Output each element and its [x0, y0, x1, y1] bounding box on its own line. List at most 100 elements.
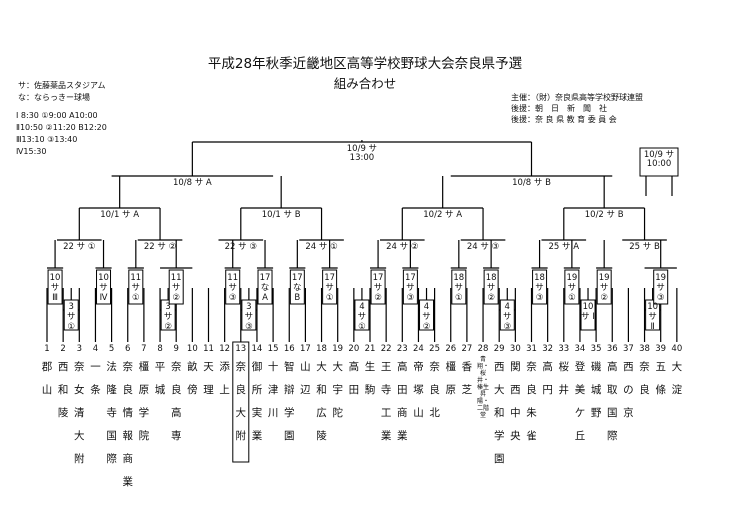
team-number: 1	[44, 344, 50, 354]
game-info-r16-5: 24 サ ②	[386, 242, 419, 252]
organizer-host: 主催：（財）奈良県高等学校野球連盟	[511, 93, 643, 102]
team-number: 37	[622, 344, 634, 354]
team-number: 10	[186, 344, 198, 354]
r1-box	[128, 269, 144, 305]
r1-box	[96, 269, 112, 305]
team-number: 23	[396, 344, 408, 354]
team-number: 3	[76, 344, 82, 354]
game-info-r1-d: 11 サ ②	[170, 273, 182, 303]
prelim-box	[241, 299, 257, 331]
team-number: 14	[251, 344, 263, 354]
team-name: 奈良北	[429, 361, 440, 419]
game-info-qf4: 10/2 サ B	[584, 210, 624, 220]
team-name: 香芝	[461, 361, 473, 396]
game-info-r1-j: 17 サ ③	[404, 273, 416, 303]
r1-box	[402, 269, 418, 305]
game-info-r1-p: 19 サ ③	[655, 273, 667, 303]
team-number: 40	[671, 344, 683, 354]
game-info-r1-e: 11 サ ③	[227, 273, 239, 303]
r1-box	[532, 269, 548, 305]
team-name: 大淀	[671, 361, 683, 396]
team-name: 十津川	[267, 361, 279, 419]
team-name: 関西中央	[510, 361, 521, 442]
team-number: 27	[461, 344, 473, 354]
team-name: 御所実業	[251, 361, 263, 442]
r1-box	[168, 269, 184, 305]
team-name: 奈良情報商業	[122, 361, 134, 488]
team-name: 法隆寺国際	[106, 361, 117, 465]
team-name: 奈良朱雀	[526, 361, 537, 442]
team-number: 17	[299, 344, 311, 354]
team-number: 33	[558, 344, 570, 354]
team-name: 郡山	[41, 361, 53, 396]
page-subtitle: 組み合わせ	[333, 76, 397, 91]
legend-time-1: Ⅰ 8:30 ①9:00 A10:00	[16, 111, 98, 120]
game-info-r1-a: 10 サ Ⅲ	[49, 273, 61, 303]
team-number: 21	[364, 344, 376, 354]
team-number: 5	[108, 344, 115, 354]
game-info-p-2: 3 サ ②	[163, 302, 173, 332]
prelim-box	[354, 299, 370, 331]
team-number: 20	[348, 344, 360, 354]
game-info-r1-k: 18 サ ①	[453, 273, 465, 303]
prelim-box	[160, 299, 176, 331]
game-info-r1-h: 17 サ ①	[324, 273, 336, 303]
prelim-box	[645, 299, 661, 331]
team-name: 平城	[154, 361, 166, 396]
r1-box	[451, 269, 467, 305]
game-info-r16-7: 25 サ A	[548, 242, 580, 252]
game-info-r16-3: 22 サ ③	[224, 242, 257, 252]
game-info-qf3: 10/2 サ A	[423, 210, 463, 220]
team-number: 12	[219, 344, 231, 354]
team-number: 6	[125, 344, 131, 354]
r1-box	[483, 269, 499, 305]
team-number: 2	[60, 344, 66, 354]
team-name: 帝塚山	[413, 361, 424, 419]
r1-box	[289, 269, 305, 305]
legend-venue-na: な：ならっきー球場	[18, 93, 90, 102]
game-info-r1-g: 17 な B	[291, 273, 303, 303]
team-name: 磯城野	[590, 361, 602, 419]
game-info-r16-4: 24 サ ①	[305, 242, 338, 252]
game-info-r1-n: 19 サ ①	[566, 273, 578, 303]
game-info-p-3: 3 サ ③	[244, 302, 254, 332]
game-info-qf1: 10/1 サ A	[100, 210, 140, 220]
game-info-r1-o: 19 サ ②	[598, 273, 610, 303]
game-info-r16-1: 22 サ ①	[63, 242, 96, 252]
legend-time-2: Ⅱ10:50 ②11:20 B12:20	[16, 123, 107, 132]
r1-box	[596, 269, 612, 305]
team-number: 8	[157, 344, 163, 354]
team-number: 26	[445, 344, 457, 354]
game-info-r1-b: 10 サ Ⅳ	[98, 273, 109, 303]
team-number: 29	[493, 344, 505, 354]
team-name: 添上	[219, 361, 230, 396]
team-name: 智辯学園	[284, 361, 295, 442]
team-number: 38	[639, 344, 650, 354]
game-info-r1-f: 17 な A	[259, 273, 271, 303]
game-info-r1-c: 11 サ ①	[130, 273, 142, 303]
legend-venue-sa: サ：佐藤薬品スタジアム	[18, 81, 106, 90]
game-info-p-1: 3 サ ①	[66, 302, 76, 332]
team-name: 王寺工業	[380, 361, 392, 442]
team-number: 11	[203, 344, 214, 354]
team-number: 39	[655, 344, 667, 354]
team-name: 登美ケ丘	[574, 361, 586, 442]
game-info-third: 10/9 サ 10:00	[643, 150, 675, 169]
team-number: 22	[380, 344, 392, 354]
team-name: 高円	[542, 361, 553, 396]
team-number: 25	[429, 344, 440, 354]
game-info-r16-6: 24 サ ③	[466, 242, 500, 252]
team-number: 24	[413, 344, 424, 354]
team-number: 9	[173, 344, 179, 354]
team-number: 19	[332, 344, 344, 354]
team-name: 橿原学院	[138, 361, 150, 442]
r1-box	[370, 269, 386, 305]
team-number: 30	[509, 344, 521, 354]
team-name: 生駒	[364, 361, 376, 396]
game-info-r16-8: 25 サ B	[629, 242, 660, 252]
game-info-r16-2: 22 サ ②	[143, 242, 177, 252]
team-name: 天理	[203, 361, 214, 396]
team-number: 28	[477, 344, 489, 354]
prelim-box	[419, 299, 435, 331]
r1-box	[653, 269, 669, 305]
